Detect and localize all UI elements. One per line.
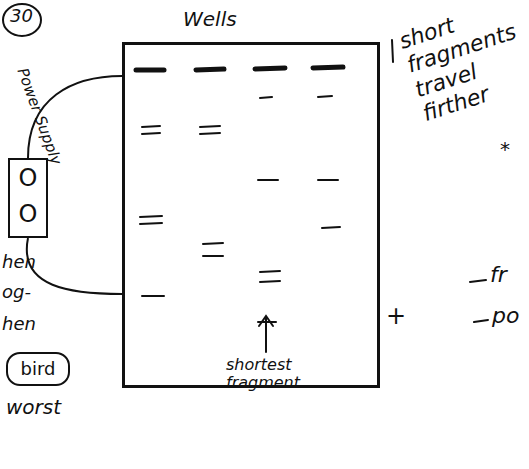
cut-note: hen	[2, 252, 36, 273]
dash	[470, 280, 486, 282]
callout-number: 30	[10, 6, 33, 27]
power-label: Power Supply	[13, 66, 64, 168]
tick-mark	[392, 40, 393, 62]
power-supply: OO	[8, 158, 48, 238]
dna-bands	[140, 96, 340, 322]
asterisk: *	[500, 138, 510, 161]
note: short fragments travel firther	[396, 0, 529, 126]
well-bands	[136, 67, 343, 70]
terminal: O	[10, 160, 46, 196]
terminal: O	[10, 196, 46, 232]
cut-note: hen	[2, 314, 36, 335]
cut-note: po	[492, 303, 519, 328]
cut-note: worst	[6, 396, 61, 419]
gel-box: Wells	[122, 42, 380, 388]
leader-label: shortest fragment	[226, 356, 326, 393]
dash	[474, 320, 488, 322]
wire	[27, 238, 122, 294]
leader-arrow	[259, 316, 273, 352]
note-word: bird	[8, 354, 68, 384]
heading: Wells	[183, 7, 237, 31]
cut-note: og-	[2, 282, 31, 303]
polarity-sign: +	[386, 303, 406, 331]
cut-note: fr	[490, 262, 507, 287]
callout-circle	[3, 4, 41, 36]
circled-word: bird	[6, 352, 70, 386]
